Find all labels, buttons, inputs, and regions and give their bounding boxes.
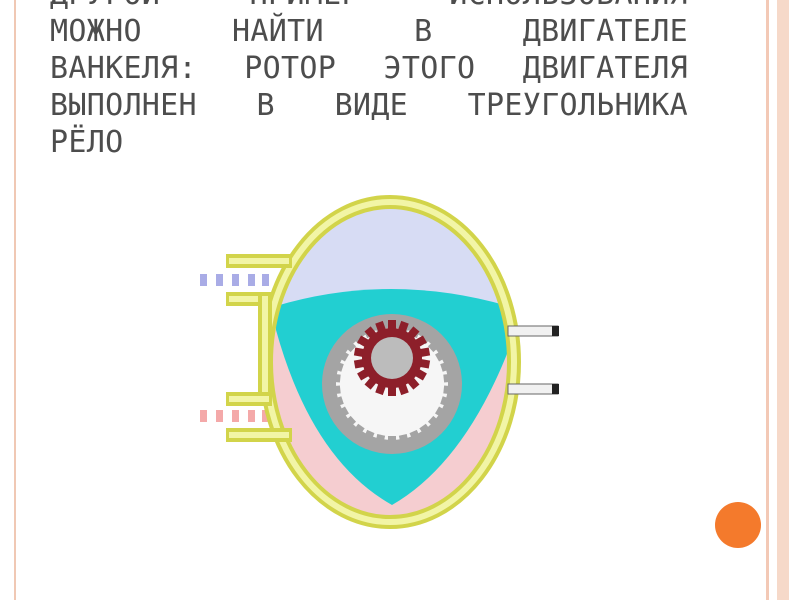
ring-gear-tooth	[331, 373, 341, 383]
pinion-gear-tooth	[388, 386, 396, 396]
spark-plug-upper	[507, 325, 559, 337]
ring-gear-tooth	[353, 423, 365, 435]
exhaust-flow-marks	[200, 410, 269, 422]
accent-dot	[715, 502, 761, 548]
left-decorative-rule	[14, 0, 16, 600]
port-bridge	[258, 292, 272, 406]
title-line-5: РЁЛО	[50, 124, 688, 161]
title-word: РОТОР	[244, 51, 337, 86]
ring-gear-tooth	[388, 436, 396, 444]
title-word: ДВИГАТЕЛЯ	[522, 51, 688, 86]
ring-gear-tooth	[443, 385, 453, 395]
intake-port	[226, 254, 292, 306]
ring-gear-tooth	[427, 340, 440, 353]
ring-gear-tooth	[338, 350, 349, 362]
ring-gear-tooth	[435, 406, 446, 418]
title-word: ИСПОЛЬЗОВАНИЯ	[449, 0, 688, 13]
ring-gear-tooth	[375, 434, 386, 444]
title-word: РЁЛО	[50, 125, 124, 160]
ring-gear-tooth	[409, 429, 421, 441]
ring-gear-tooth	[443, 373, 453, 383]
title-word: В	[414, 14, 433, 49]
ring-gear-tooth	[440, 361, 451, 372]
wankel-engine-diagram	[200, 195, 559, 529]
ring-gear-tooth	[333, 396, 344, 407]
ring-gear-tooth	[427, 415, 440, 428]
right-decorative-rule-thin	[766, 0, 769, 600]
intake-flow-marks	[200, 274, 269, 286]
title-line-4: ВЫПОЛНЕН В ВИДЕ ТРЕУГОЛЬНИКА	[50, 87, 688, 124]
ring-gear-tooth	[344, 340, 357, 353]
ring-gear-tooth	[440, 396, 451, 407]
title-word: ВЫПОЛНЕН	[50, 88, 197, 123]
title-word: ЭТОГО	[383, 51, 476, 86]
title-line-1: ДРУГОЙ ПРИМЕР ИСПОЛЬЗОВАНИЯ	[50, 0, 688, 13]
title-word: ДРУГОЙ	[50, 0, 160, 13]
ring-gear-tooth	[344, 415, 357, 428]
ring-gear-tooth	[435, 350, 446, 362]
title-word: В	[256, 88, 275, 123]
title-word: НАЙТИ	[232, 14, 324, 49]
ring-gear-tooth	[333, 361, 344, 372]
output-shaft	[371, 337, 413, 379]
pinion-gear-tooth	[388, 320, 396, 330]
title-line-3: ВАНКЕЛЯ: РОТОР ЭТОГО ДВИГАТЕЛЯ	[50, 50, 688, 87]
title-line-2: МОЖНО НАЙТИ В ДВИГАТЕЛЕ	[50, 13, 688, 50]
ring-gear-tooth	[363, 429, 375, 441]
slide-title: ДРУГОЙ ПРИМЕР ИСПОЛЬЗОВАНИЯ МОЖНО НАЙТИ …	[50, 0, 688, 161]
title-word: ВАНКЕЛЯ:	[50, 51, 197, 86]
title-word: ПРИМЕР	[250, 0, 360, 13]
spark-plug-lower	[507, 383, 559, 395]
ring-gear-tooth	[338, 406, 349, 418]
title-word: ДВИГАТЕЛЕ	[522, 14, 688, 49]
title-word: МОЖНО	[50, 14, 142, 49]
ring-gear-tooth	[419, 423, 431, 435]
title-word: ВИДЕ	[334, 88, 409, 123]
exhaust-port	[226, 392, 292, 442]
right-decorative-rule-wide	[777, 0, 789, 600]
ring-gear-tooth	[331, 385, 341, 395]
ring-gear-tooth	[398, 434, 409, 444]
title-word: ТРЕУГОЛЬНИКА	[467, 88, 688, 123]
